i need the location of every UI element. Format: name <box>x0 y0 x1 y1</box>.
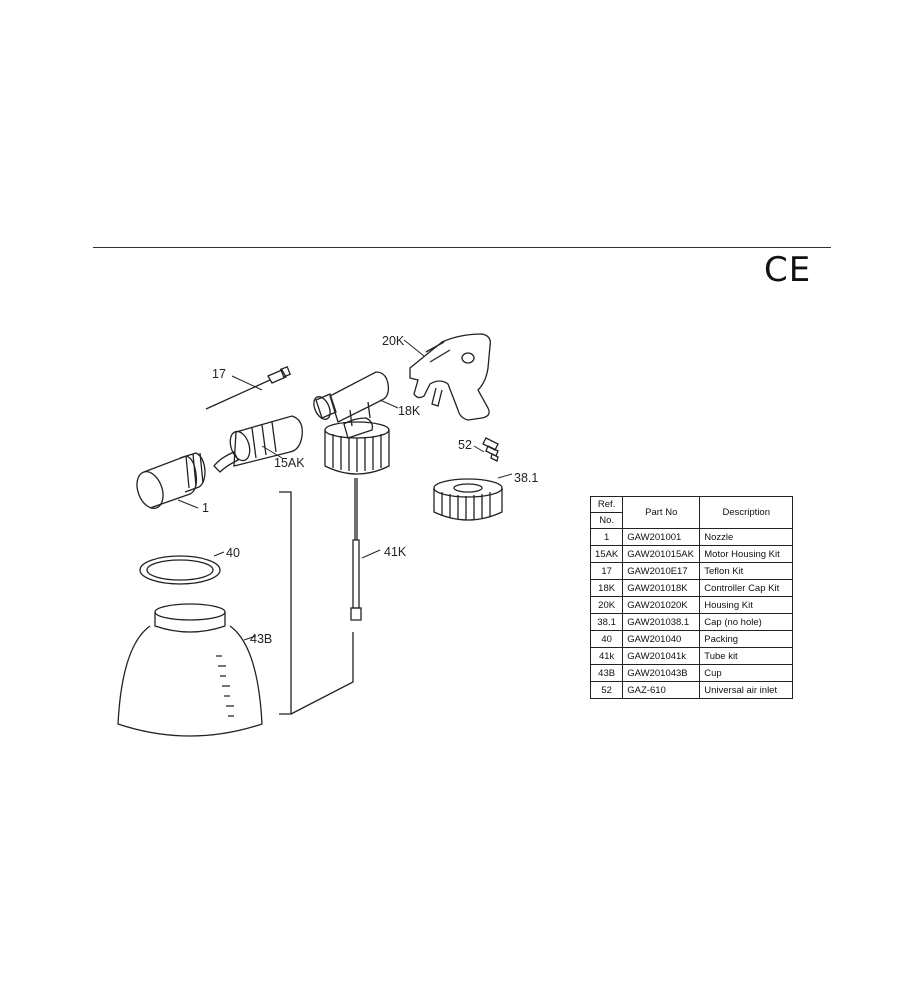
row-ref: 15AK <box>589 545 624 563</box>
row-description: Packing <box>699 630 794 648</box>
row-ref: 40 <box>589 630 624 648</box>
row-description: Teflon Kit <box>699 562 794 580</box>
parts-table-header: Ref. No. Part No Description <box>589 496 794 529</box>
table-row: 43B GAW201043B Cup <box>589 664 794 682</box>
ce-mark: CE <box>764 250 812 290</box>
row-ref: 38.1 <box>589 613 624 631</box>
row-description: Cap (no hole) <box>699 613 794 631</box>
header-ref-line1: Ref. <box>597 499 616 510</box>
callout-15ak: 15AK <box>274 456 305 470</box>
header-ref-no: Ref. No. <box>589 496 624 529</box>
assembly-bracket <box>279 491 354 715</box>
part-38-1-cap <box>433 478 503 521</box>
row-description: Tube kit <box>699 647 794 665</box>
row-description: Housing Kit <box>699 596 794 614</box>
row-ref: 18K <box>589 579 624 597</box>
callout-41k: 41K <box>384 545 407 559</box>
row-part-no: GAW201041k <box>622 647 701 665</box>
row-part-no: GAZ-610 <box>622 681 701 699</box>
table-row: 38.1 GAW201038.1 Cap (no hole) <box>589 613 794 631</box>
part-17-teflon-needle <box>205 365 292 410</box>
callout-17: 17 <box>212 367 226 381</box>
header-part-no: Part No <box>622 496 701 529</box>
row-description: Controller Cap Kit <box>699 579 794 597</box>
part-1-nozzle <box>136 452 206 509</box>
table-row: 40 GAW201040 Packing <box>589 630 794 648</box>
part-40-packing <box>139 555 221 585</box>
row-part-no: GAW201040 <box>622 630 701 648</box>
callout-52: 52 <box>458 438 472 452</box>
row-description: Motor Housing Kit <box>699 545 794 563</box>
table-row: 17 GAW2010E17 Teflon Kit <box>589 562 794 580</box>
callout-43b: 43B <box>250 632 272 646</box>
row-ref: 1 <box>589 528 624 546</box>
callout-18k: 18K <box>398 404 421 418</box>
row-part-no: GAW201001 <box>622 528 701 546</box>
part-18k-controller-cap <box>313 371 390 439</box>
header-description: Description <box>699 496 794 529</box>
table-row: 41k GAW201041k Tube kit <box>589 647 794 665</box>
leader-lines <box>177 339 513 641</box>
row-part-no: GAW201015AK <box>622 545 701 563</box>
row-description: Cup <box>699 664 794 682</box>
table-row: 52 GAZ-610 Universal air inlet <box>589 681 794 699</box>
row-part-no: GAW201020K <box>622 596 701 614</box>
part-18k-knurled-cap <box>324 421 390 475</box>
row-part-no: GAW201043B <box>622 664 701 682</box>
part-43b-cup <box>117 603 263 737</box>
row-part-no: GAW201018K <box>622 579 701 597</box>
row-part-no: GAW2010E17 <box>622 562 701 580</box>
callout-20k: 20K <box>382 334 405 348</box>
row-description: Universal air inlet <box>699 681 794 699</box>
table-row: 15AK GAW201015AK Motor Housing Kit <box>589 545 794 563</box>
callout-40: 40 <box>226 546 240 560</box>
part-52-air-inlet <box>482 437 499 462</box>
parts-table: Ref. No. Part No Description 1 GAW201001… <box>589 496 794 699</box>
row-description: Nozzle <box>699 528 794 546</box>
row-ref: 52 <box>589 681 624 699</box>
row-ref: 41k <box>589 647 624 665</box>
part-20k-housing <box>409 333 491 421</box>
header-ref-line2: No. <box>591 512 623 528</box>
table-row: 18K GAW201018K Controller Cap Kit <box>589 579 794 597</box>
table-row: 20K GAW201020K Housing Kit <box>589 596 794 614</box>
row-part-no: GAW201038.1 <box>622 613 701 631</box>
row-ref: 17 <box>589 562 624 580</box>
row-ref: 43B <box>589 664 624 682</box>
callout-38-1: 38.1 <box>514 471 538 485</box>
table-row: 1 GAW201001 Nozzle <box>589 528 794 546</box>
part-15ak-motor-housing <box>213 415 303 473</box>
callout-1: 1 <box>202 501 209 515</box>
part-41k-tube <box>350 478 362 621</box>
header-rule <box>93 247 831 248</box>
row-ref: 20K <box>589 596 624 614</box>
